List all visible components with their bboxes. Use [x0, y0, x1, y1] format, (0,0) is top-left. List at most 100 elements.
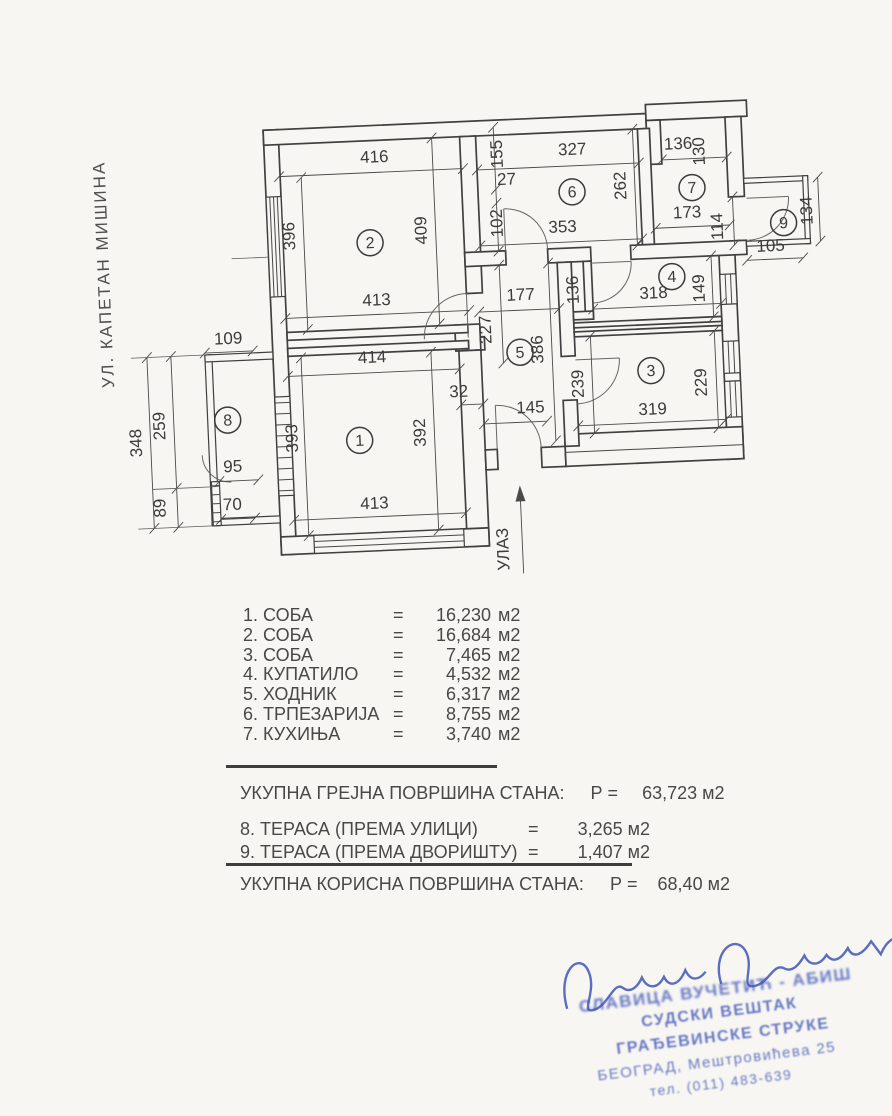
dim-145: 145	[516, 397, 545, 417]
legend-room: 6. ТРПЕЗАРИЈА	[243, 705, 393, 725]
dim-353: 353	[548, 217, 577, 237]
dim-102: 102	[487, 209, 507, 238]
legend-unit: м2	[491, 626, 525, 646]
entrance-label: УЛАЗ	[493, 527, 514, 571]
room-number-3: 3	[646, 363, 656, 380]
dim-392: 392	[410, 418, 430, 447]
terrace-name: 9. ТЕРАСА (ПРЕМА ДВОРИШТУ)	[240, 841, 528, 864]
dim-319: 319	[638, 399, 667, 419]
dim-262: 262	[610, 171, 630, 200]
dim-229: 229	[691, 368, 711, 397]
legend-unit: м2	[491, 725, 525, 745]
legend-eq: =	[393, 725, 413, 745]
dim-177: 177	[506, 285, 535, 305]
legend-eq: =	[393, 705, 413, 725]
dim-32: 32	[449, 382, 469, 402]
room-number-2: 2	[365, 235, 375, 252]
legend-room: 2. СОБА	[243, 626, 393, 646]
legend-eq: =	[393, 665, 413, 685]
legend-value: 4,532	[413, 665, 491, 685]
legend-room: 7. КУХИЊА	[243, 725, 393, 745]
dim-416: 416	[360, 147, 389, 167]
legend-value: 3,740	[413, 725, 491, 745]
terrace-row: 8. ТЕРАСА (ПРЕМА УЛИЦИ)=3,265 м2	[240, 818, 650, 841]
dim-173: 173	[672, 202, 701, 222]
dim-130: 130	[689, 137, 709, 166]
legend-eq: =	[393, 646, 413, 666]
legend-value: 16,230	[413, 606, 491, 626]
legend-value: 6,317	[413, 685, 491, 705]
usable-area-total: УКУПНА КОРИСНА ПОВРШИНА СТАНА: Р = 68,40…	[240, 874, 730, 895]
legend-unit: м2	[491, 705, 525, 725]
room-number-9: 9	[779, 215, 789, 232]
dim-136: 136	[563, 275, 583, 304]
heated-prefix: Р =	[591, 783, 619, 803]
separator-line-2	[226, 863, 632, 866]
legend-room: 3. СОБА	[243, 646, 393, 666]
dim-413: 413	[362, 290, 391, 310]
terrace-value: 3,265 м2	[550, 818, 650, 841]
room-number-1: 1	[355, 433, 365, 450]
dim-155: 155	[487, 140, 507, 169]
legend-unit: м2	[491, 606, 525, 626]
legend-value: 8,755	[413, 705, 491, 725]
terrace-value: 1,407 м2	[550, 841, 650, 864]
room-number-7: 7	[687, 180, 697, 197]
terrace-name: 8. ТЕРАСА (ПРЕМА УЛИЦИ)	[240, 818, 528, 841]
dim-134: 134	[796, 196, 816, 225]
scanned-floor-plan-document: { "street_label": "УЛ. КАПЕТАН МИШИНА", …	[0, 0, 892, 1080]
terrace-eq: =	[528, 841, 550, 864]
dim-95: 95	[223, 457, 243, 477]
heated-label: УКУПНА ГРЕЈНА ПОВРШИНА СТАНА:	[240, 783, 564, 803]
dim-327: 327	[558, 139, 587, 159]
dim-89: 89	[150, 498, 170, 518]
legend-unit: м2	[491, 665, 525, 685]
terrace-eq: =	[528, 818, 550, 841]
dim-409: 409	[411, 216, 431, 245]
legend-room: 4. КУПАТИЛО	[243, 665, 393, 685]
dim-70: 70	[223, 495, 243, 515]
dim-393: 393	[282, 424, 302, 453]
usable-prefix: Р =	[610, 874, 638, 894]
dim-227: 227	[475, 315, 495, 344]
legend-unit: м2	[491, 646, 525, 666]
dim-239: 239	[568, 369, 588, 398]
dim-105: 105	[756, 236, 785, 256]
dim-348: 348	[126, 429, 146, 458]
legend-eq: =	[393, 685, 413, 705]
usable-label: УКУПНА КОРИСНА ПОВРШИНА СТАНА:	[240, 874, 584, 894]
room-number-8: 8	[223, 412, 233, 429]
heated-area-total: УКУПНА ГРЕЈНА ПОВРШИНА СТАНА: Р = 63,723…	[240, 783, 725, 804]
legend-eq: =	[393, 626, 413, 646]
street-label: УЛ. КАПЕТАН МИШИНА	[89, 160, 118, 388]
terrace-row: 9. ТЕРАСА (ПРЕМА ДВОРИШТУ)=1,407 м2	[240, 841, 650, 864]
dim-149: 149	[689, 274, 709, 303]
legend-room: 1. СОБА	[243, 606, 393, 626]
legend-room: 5. ХОДНИК	[243, 685, 393, 705]
entrance-arrow: УЛАЗ	[491, 485, 529, 574]
legend-unit: м2	[491, 685, 525, 705]
dim-114: 114	[707, 213, 727, 241]
dim-413: 413	[360, 493, 389, 513]
dim-396: 396	[279, 222, 299, 251]
room-number-5: 5	[515, 345, 525, 362]
separator-line-1	[226, 765, 497, 768]
usable-value: 68,40 м2	[658, 874, 730, 894]
legend-value: 16,684	[413, 626, 491, 646]
heated-value: 63,723 м2	[642, 783, 724, 803]
room-number-4: 4	[667, 269, 677, 286]
legend-value: 7,465	[413, 646, 491, 666]
dim-27: 27	[497, 169, 517, 189]
dim-259: 259	[149, 411, 169, 440]
room-number-6: 6	[567, 184, 577, 201]
dim-414: 414	[357, 347, 386, 367]
